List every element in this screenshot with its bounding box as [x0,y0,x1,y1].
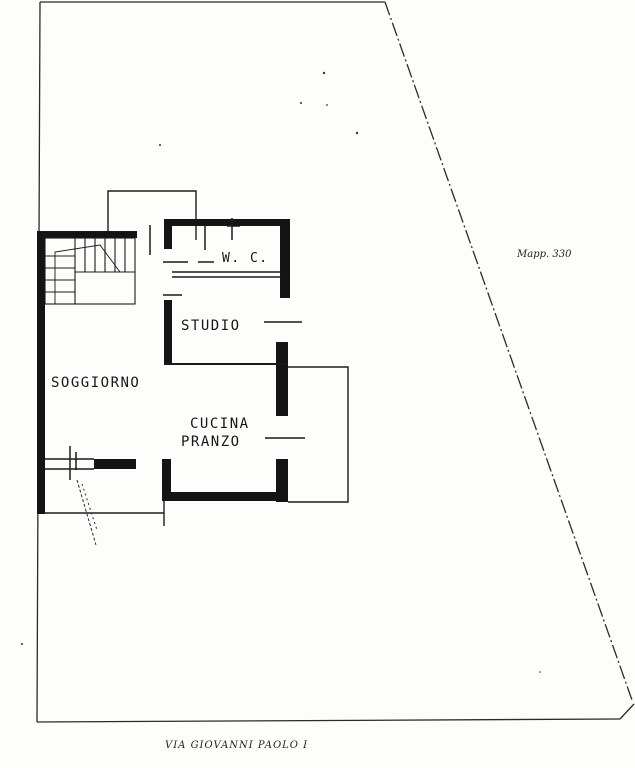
room-label-cucina: CUCINA [190,416,250,432]
room-label-studio: STUDIO [181,318,241,334]
kitchen-annex-outline [288,366,349,503]
plot-corner-stub [619,703,635,720]
stair-direction-line [54,244,121,304]
room-label-pranzo: PRANZO [181,434,241,450]
interior-lines [45,218,305,480]
plot-boundary [36,1,635,723]
hatch-marks [76,479,98,546]
room-label-wc: W. C. [222,251,269,266]
room-label-soggiorno: SOGGIORNO [51,375,140,391]
stair-outline [44,237,136,305]
kitchen-left-wall [162,459,171,501]
entrance-canopy-outline [107,190,197,232]
left-outer-wall [37,231,45,514]
wc-left-wall [164,219,172,249]
stray-marks [21,71,541,673]
plot-diagonal-edge [384,1,633,701]
kitchen-right-wall-upper [276,342,288,416]
wc-top-wall [164,219,290,226]
parcel-label: Mapp. 330 [516,249,572,260]
studio-left-wall [164,300,172,364]
hall-bottom-wall [94,459,136,469]
kitchen-right-wall-lower [276,459,288,502]
thin-walls [40,190,349,526]
stair-top-wall [37,231,137,238]
plot-bottom-edge [36,718,621,723]
staircase [44,237,136,305]
thick-walls [37,219,290,514]
wc-right-wall [280,219,290,298]
street-label: VIA GIOVANNI PAOLO I [165,740,308,751]
kitchen-bottom-wall [162,492,288,501]
